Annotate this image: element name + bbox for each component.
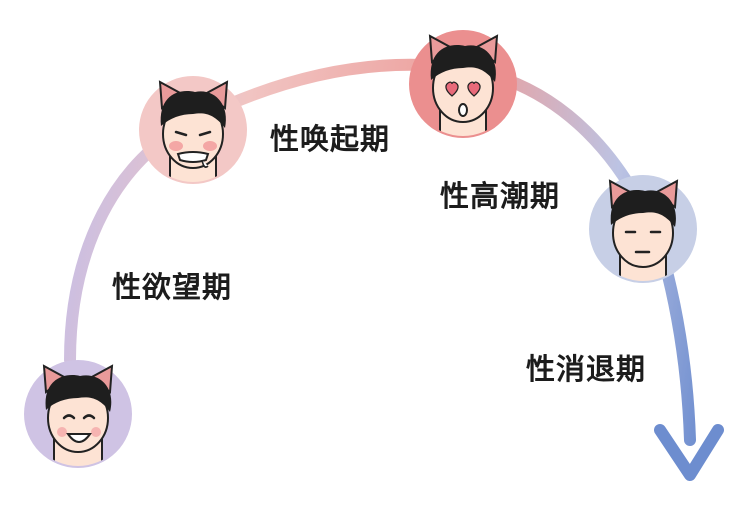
stage-label-climax: 性高潮期: [440, 179, 561, 213]
stage-label-arousal: 性唤起期: [270, 122, 391, 156]
stage-label-desire: 性欲望期: [112, 270, 233, 304]
stage-label-resolution: 性消退期: [526, 352, 647, 386]
avatar-resolution: [589, 175, 697, 283]
avatar-desire: [24, 360, 132, 468]
cycle-arrowhead: [654, 424, 724, 481]
heart-eye-left-icon: [445, 81, 459, 97]
avatar-arousal: [139, 76, 247, 184]
avatar-climax: [409, 30, 517, 138]
heart-eye-right-icon: [467, 81, 481, 97]
